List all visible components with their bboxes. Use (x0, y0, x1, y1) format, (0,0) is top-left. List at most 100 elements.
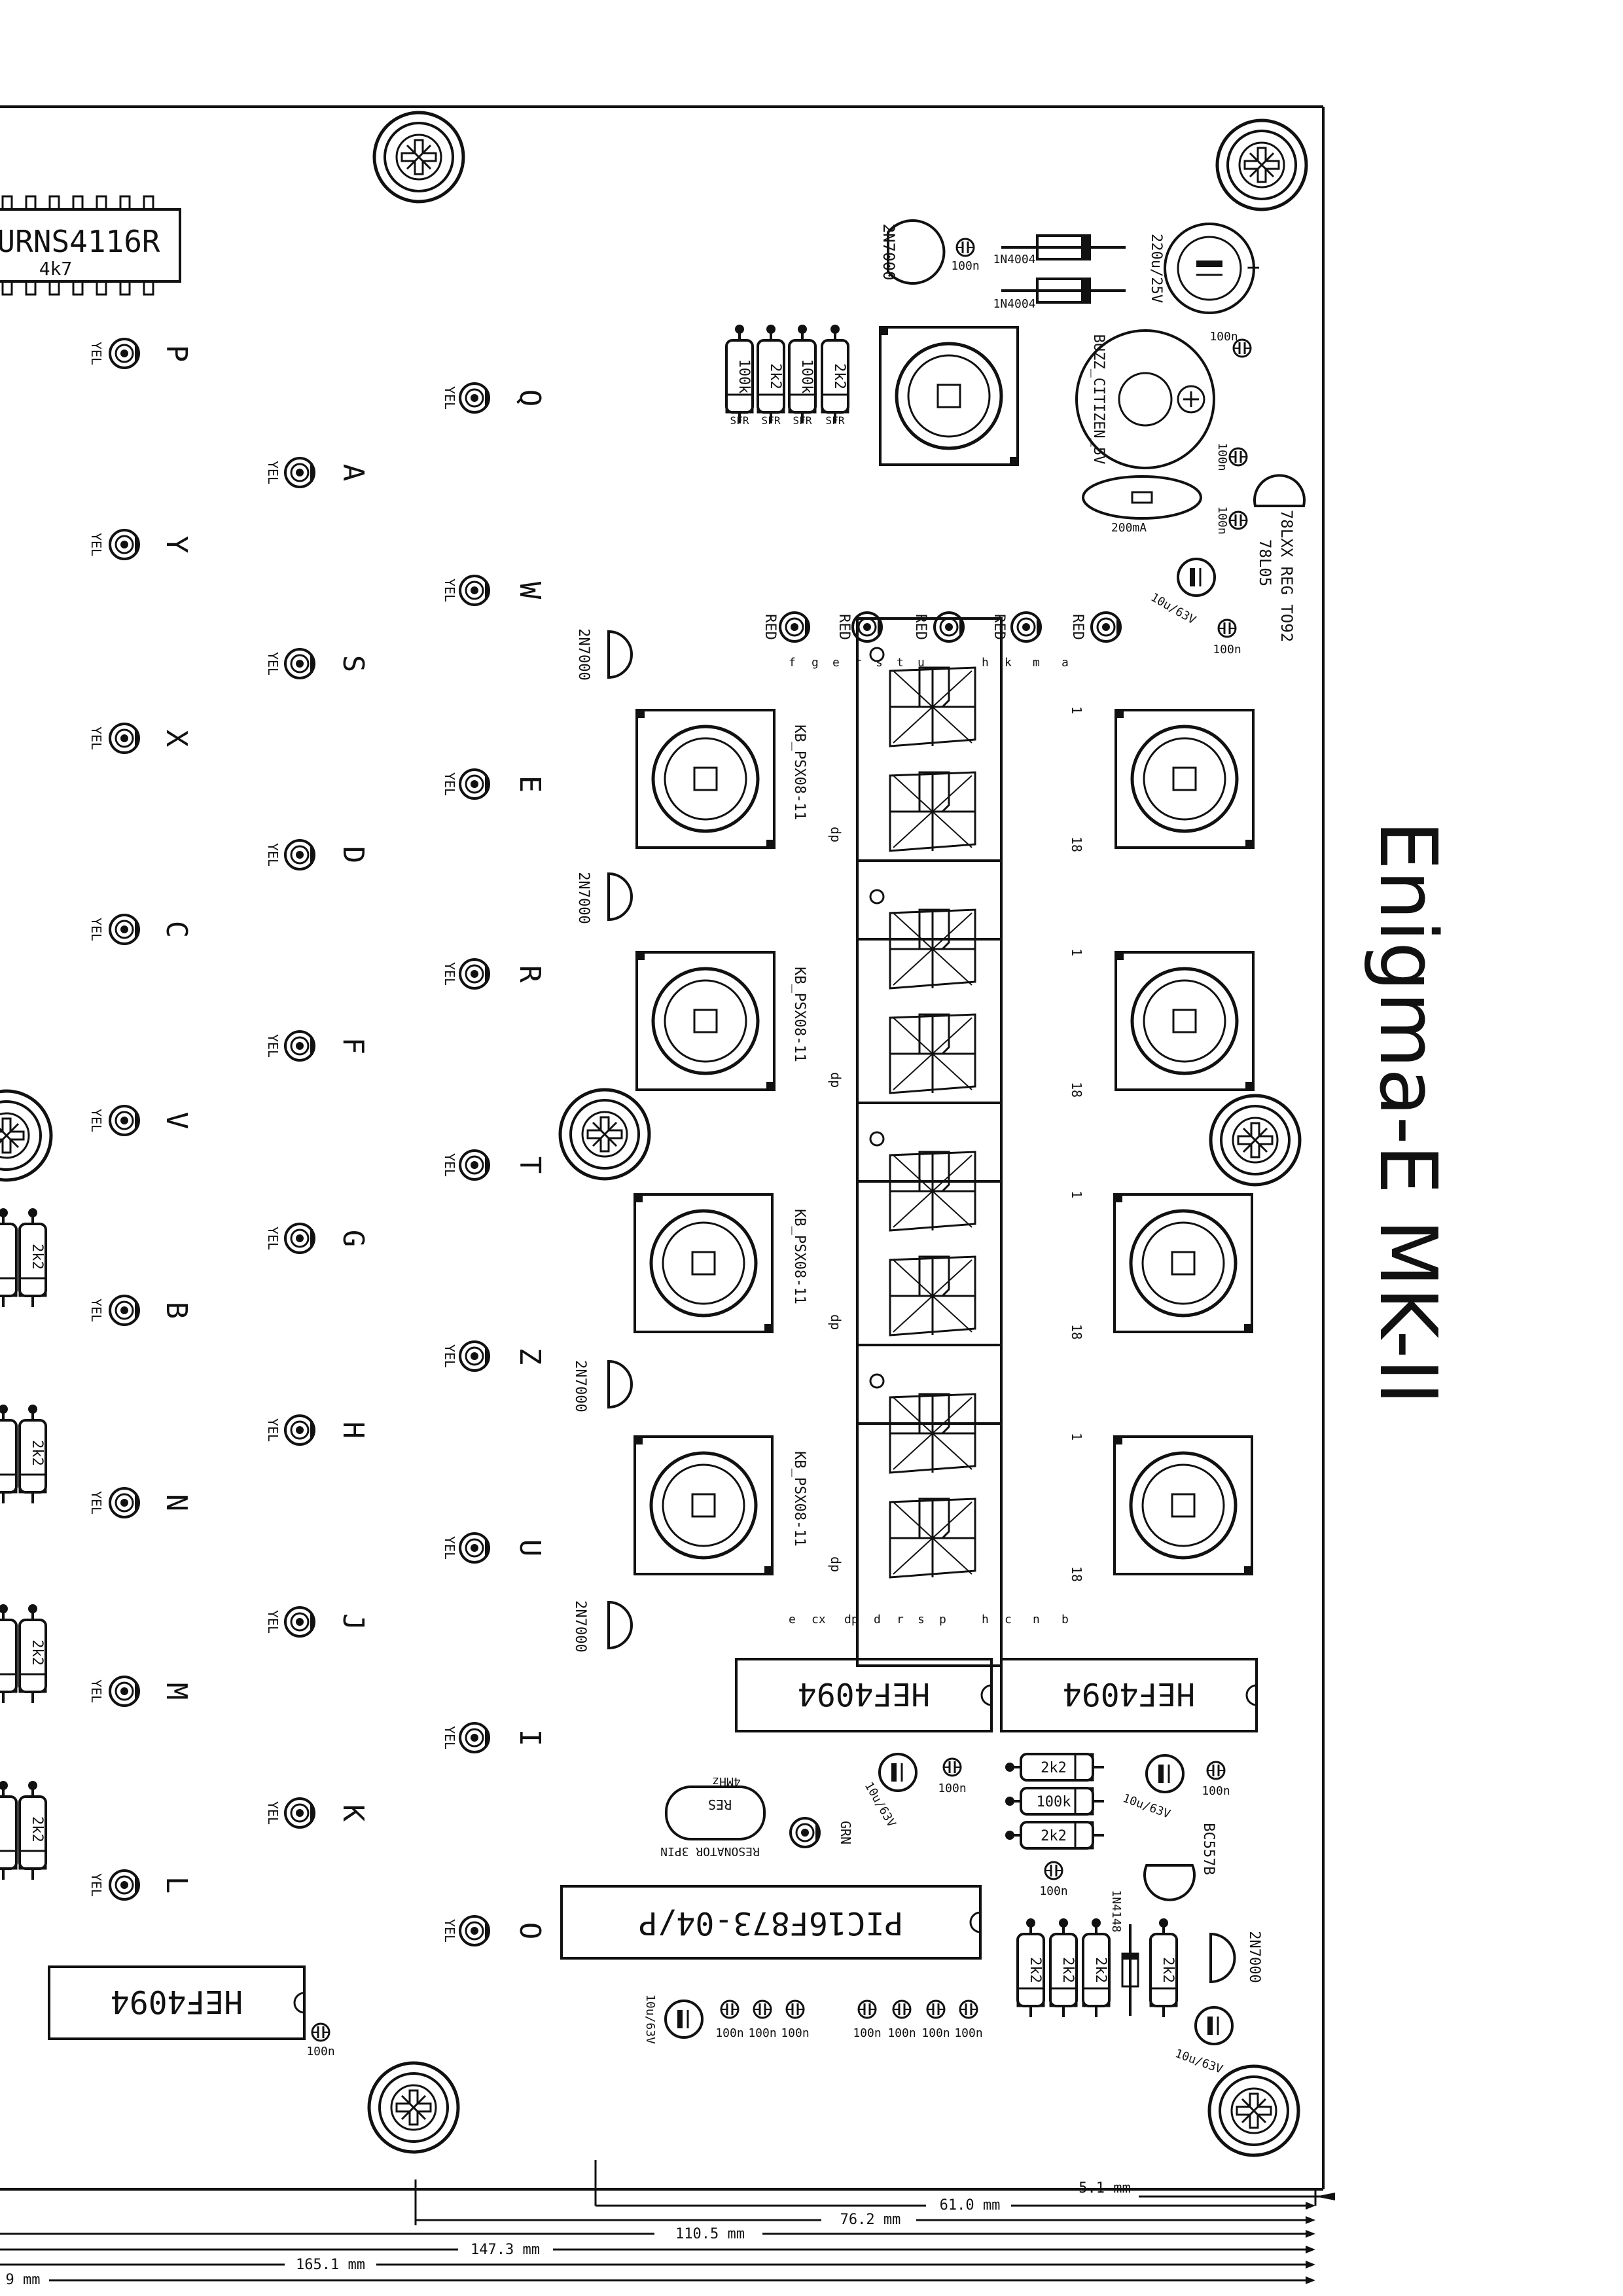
edge-resistor-0: 2k2 (18, 1207, 47, 1308)
svg-text:100n: 100n (951, 259, 979, 273)
svg-text:61.0 mm: 61.0 mm (940, 2197, 1001, 2214)
svg-text:2N7000: 2N7000 (1246, 1931, 1262, 1982)
svg-text:RED: RED (836, 614, 852, 640)
svg-text:100n: 100n (853, 2026, 881, 2040)
svg-text:YEL: YEL (442, 1726, 457, 1749)
transistor-2n7000-mid-1: 2N7000 (575, 872, 633, 924)
svg-text:YEL: YEL (88, 533, 104, 556)
svg-text:B: B (160, 1302, 193, 1319)
svg-text:a: a (1061, 656, 1069, 670)
mount-hole-mid-right (1211, 1096, 1300, 1185)
top-resistor-group: 100k SFR 2k2 SFR 100k SFR 2k2 SFR (725, 323, 849, 427)
display-pin-labels-bottom: e cx dp d r s p h c n b (789, 1613, 1069, 1626)
mount-hole-bottom-left (369, 2063, 458, 2152)
svg-text:t: t (897, 656, 904, 670)
shift-register-c: HEF4094 100n (48, 1965, 335, 2058)
red-led-row: RED RED RED RED RED (762, 611, 1122, 643)
svg-text:YEL: YEL (442, 1919, 457, 1943)
resistor-network-value: 4k7 (39, 258, 73, 279)
resistor-top-0: 100k SFR (725, 323, 754, 427)
display-module-1: KB_PSX08-11 1 18 dp (791, 859, 1084, 1183)
mount-hole-bottom-right (1209, 2066, 1298, 2155)
svg-text:100n: 100n (1209, 330, 1238, 344)
svg-text:110.5 mm: 110.5 mm (675, 2226, 745, 2242)
svg-text:GRN: GRN (838, 1821, 853, 1844)
ecap-10u-mid-right: 10u/63V (1121, 1754, 1185, 1821)
diode-1n4004-b: 1N4004 (993, 278, 1126, 311)
red-led-2: RED (912, 611, 965, 643)
red-led-4: RED (1069, 611, 1122, 643)
svg-text:2k2: 2k2 (767, 363, 783, 389)
svg-text:S: S (336, 655, 370, 673)
pushbutton-top (880, 327, 1018, 465)
dim-9: 9 mm (6, 2272, 1306, 2288)
svg-text:18: 18 (1069, 1566, 1084, 1582)
cap-100n-row-0: 100n (715, 2000, 744, 2040)
svg-text:YEL: YEL (265, 1418, 281, 1442)
svg-text:100n: 100n (1202, 1784, 1230, 1798)
dim-61-0: 61.0 mm (596, 2197, 1306, 2214)
svg-text:1N4004: 1N4004 (993, 253, 1035, 266)
resonator: 4MHz RES RESONATOR 3PIN (660, 1774, 766, 1858)
svg-text:I: I (513, 1729, 546, 1747)
svg-text:PIC16F873-04/P: PIC16F873-04/P (639, 1905, 904, 1941)
display-module-0: KB_PSX08-11 1 18 dp (791, 617, 1084, 941)
cap-100n-row-2: 100n (781, 2000, 810, 2040)
lower-right-resistors: 2k2 2k2 2k2 2k2 (1016, 1917, 1178, 2018)
svg-text:p: p (939, 1613, 946, 1626)
svg-text:V: V (160, 1112, 193, 1130)
svg-text:1: 1 (1069, 948, 1084, 956)
bottom-cap-row: 10u/63V 100n 100n 100n 100n 100n 100n 10… (643, 1994, 983, 2044)
svg-text:f: f (789, 656, 796, 670)
svg-text:HEF4094: HEF4094 (111, 1983, 243, 2020)
svg-text:100n: 100n (1215, 506, 1229, 534)
svg-text:100n: 100n (715, 2026, 743, 2040)
svg-text:M: M (160, 1683, 193, 1700)
svg-text:100n: 100n (1215, 442, 1229, 471)
svg-text:78LXX REG TO92: 78LXX REG TO92 (1277, 510, 1296, 642)
svg-text:1: 1 (1069, 706, 1084, 714)
svg-text:10u/63V: 10u/63V (1121, 1791, 1173, 1821)
svg-text:YEL: YEL (265, 1034, 281, 1058)
resistor-top-1: 2k2 SFR (757, 323, 785, 427)
bottom-resistors: 2k2 100k 2k2 (1004, 1753, 1105, 1850)
dim-147-3: 147.3 mm (0, 2242, 1306, 2258)
svg-text:2N7000: 2N7000 (572, 1600, 588, 1652)
dim-110-5: 110.5 mm (0, 2226, 1306, 2242)
svg-text:10u/63V: 10u/63V (643, 1994, 657, 2044)
transistor-2n7000-mid-2: 2N7000 (572, 1359, 633, 1412)
svg-text:YEL: YEL (442, 1536, 457, 1560)
svg-text:s: s (876, 656, 883, 670)
svg-text:J: J (336, 1613, 370, 1631)
svg-text:T: T (513, 1157, 546, 1174)
svg-text:100n: 100n (954, 2026, 982, 2040)
mid-transistors: 2N7000 2N7000 2N7000 2N7000 (572, 628, 633, 1653)
svg-text:YEL: YEL (442, 579, 457, 602)
svg-text:100k: 100k (1037, 1794, 1071, 1810)
svg-text:100n: 100n (306, 2045, 334, 2058)
svg-text:YEL: YEL (442, 1344, 457, 1368)
svg-text:220u/25V: 220u/25V (1148, 234, 1164, 303)
svg-text:h: h (982, 1613, 989, 1626)
mount-hole-top-right (1217, 120, 1306, 209)
pushbutton-left-3 (635, 1437, 772, 1574)
pushbutton-right-3 (1115, 1437, 1252, 1574)
svg-text:r: r (854, 656, 861, 670)
red-led-1: RED (836, 611, 883, 643)
board-outline (0, 105, 1325, 2191)
red-led-0: RED (762, 611, 810, 643)
svg-text:100n: 100n (781, 2026, 809, 2040)
cap-100n-b: 100n (1209, 330, 1252, 358)
shift-register-a: HEF4094 (735, 1658, 993, 1732)
